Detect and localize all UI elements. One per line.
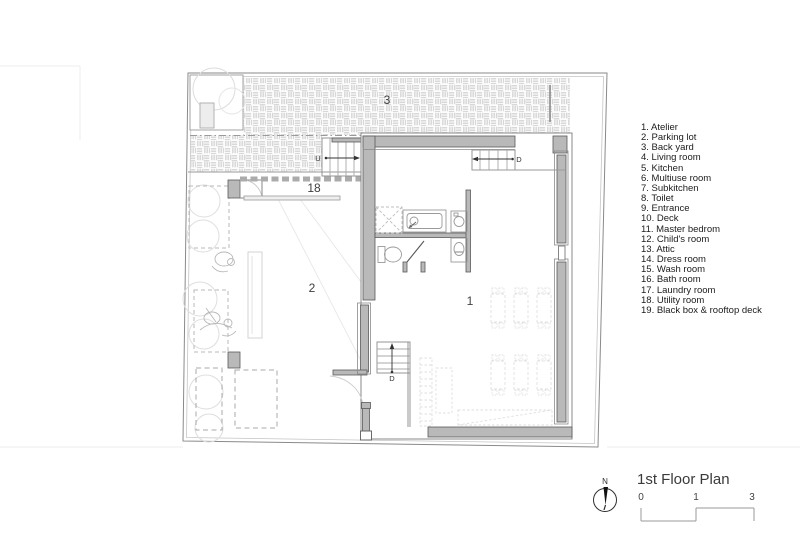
interior-walls	[374, 189, 471, 273]
left-wall	[362, 135, 376, 301]
planting-area	[189, 67, 246, 131]
legend-item: 16. Bath room	[641, 274, 701, 286]
legend-item: 18. Utility room	[641, 294, 705, 306]
stair-down-lower	[376, 341, 411, 427]
storage-shelves	[419, 357, 553, 427]
entry-canopy	[332, 369, 368, 376]
toilet	[377, 246, 402, 263]
ramp-outline	[457, 409, 553, 426]
stair-down-upper	[471, 149, 565, 171]
parking-stalls	[195, 367, 278, 431]
context-lines	[0, 65, 800, 448]
lavatory	[450, 237, 468, 263]
label-stair-d-lower: D	[389, 374, 395, 383]
top-wall	[362, 135, 516, 148]
scale-tick-3: 3	[749, 492, 755, 503]
label-atelier: 1	[467, 294, 474, 308]
legend-item: 5. Kitchen	[641, 162, 684, 174]
legend-item: 1. Atelier	[641, 122, 678, 133]
entrance-door	[329, 375, 372, 441]
cyclist-figure	[199, 307, 237, 337]
north-arrow: N	[593, 477, 617, 512]
right-window-lower	[556, 261, 567, 423]
legend-item: 12. Child's room	[641, 233, 710, 245]
legend-item: 4. Living room	[641, 152, 701, 164]
legend-item: 9. Entrance	[641, 203, 690, 215]
window-mullion	[558, 245, 566, 261]
column	[227, 179, 241, 199]
legend-item: 10. Deck	[641, 213, 679, 225]
legend-item: 7. Subkitchen	[641, 182, 699, 194]
tree-icon	[218, 87, 246, 115]
scale-bar	[640, 507, 755, 522]
fixtures	[375, 206, 468, 263]
kitchen-sink	[402, 209, 447, 233]
left-window	[360, 304, 369, 373]
column	[227, 351, 241, 369]
label-back-yard: 3	[384, 93, 391, 107]
legend-item: 8. Toilet	[641, 193, 674, 205]
bench	[243, 195, 341, 201]
house-walls	[329, 132, 573, 441]
sheet-title: 1st Floor Plan	[637, 471, 730, 488]
washing-machine	[450, 210, 468, 233]
scale-tick-0: 0	[638, 492, 644, 503]
north-label: N	[602, 477, 608, 486]
legend-item: 14. Dress room	[641, 254, 706, 266]
planter-box	[199, 102, 215, 129]
stair-letter-labels: U D D	[315, 154, 522, 383]
sitting-person-figure	[211, 251, 235, 273]
legend-item: 13. Attic	[641, 243, 675, 255]
legend-item: 6. Multiuse room	[641, 172, 712, 184]
stair-up	[321, 137, 363, 177]
label-parking: 2	[309, 281, 316, 295]
shower	[375, 206, 403, 234]
scale-tick-1: 1	[693, 492, 699, 503]
legend-item: 11. Master bedrom	[641, 223, 721, 235]
legend-item: 2. Parking lot	[641, 132, 697, 144]
right-window-upper	[556, 154, 567, 244]
legend-item: 19. Black box & rooftop deck	[641, 304, 762, 316]
label-stair-d-upper: D	[516, 155, 522, 164]
corner-wall	[552, 135, 568, 154]
people-figures	[199, 251, 263, 339]
legend-item: 17. Laundry room	[641, 284, 716, 296]
back-yard-paving	[188, 78, 570, 173]
site-boundary	[182, 72, 608, 448]
legend-item: 15. Wash room	[641, 264, 706, 276]
legend-item: 3. Back yard	[641, 142, 694, 154]
bottom-wall	[427, 426, 573, 438]
label-utility: 18	[307, 181, 321, 195]
label-stair-u: U	[315, 154, 320, 163]
area-labels: 3 18 2 1	[307, 93, 473, 308]
door-leaf	[406, 240, 425, 263]
utility-room	[227, 176, 362, 369]
